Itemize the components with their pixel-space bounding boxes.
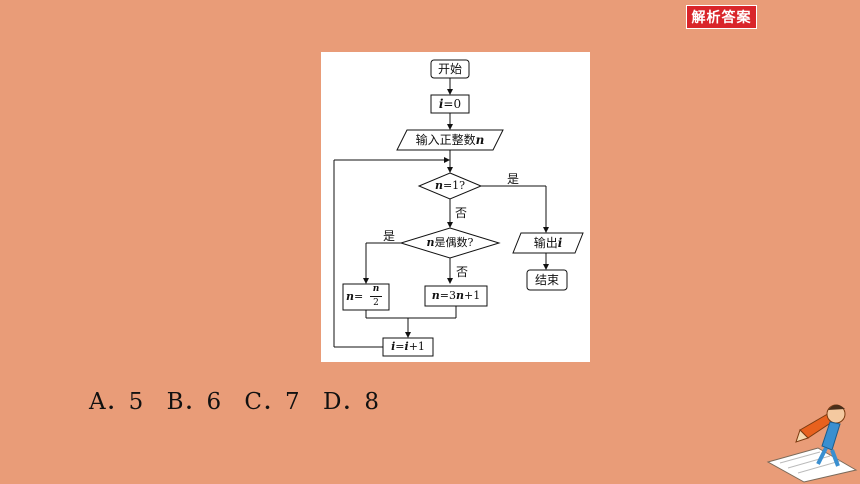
init-label: i=0: [438, 97, 462, 111]
half-label: n=: [346, 290, 364, 303]
input-label: 输入正整数n: [415, 133, 485, 147]
incr-label: i=i+1: [391, 340, 425, 353]
output-label: 输出i: [533, 236, 563, 250]
output-shape: [512, 232, 584, 254]
triple-label: n=3n+1: [431, 289, 481, 302]
student-mascot-icon: [766, 404, 858, 483]
no-label-1: 否: [455, 206, 468, 220]
answer-analysis-button[interactable]: 解析答案: [686, 5, 757, 29]
option-b[interactable]: B．6: [166, 389, 222, 415]
option-a[interactable]: A．5: [89, 389, 144, 415]
option-d[interactable]: D．8: [322, 389, 380, 415]
end-box: [526, 269, 568, 291]
fraction-denominator: 2: [373, 298, 379, 308]
option-c[interactable]: C．7: [244, 389, 300, 415]
start-label: 开始: [437, 62, 463, 76]
end-label: 结束: [534, 273, 560, 287]
flowchart-panel: 开始 i=0 输入正整数n n=1? 是 否 输出i 结束 n是偶数? 是 否 …: [321, 52, 590, 362]
no-label-2: 否: [456, 265, 469, 279]
yes-label-1: 是: [507, 172, 520, 186]
flowchart-lines: [333, 59, 584, 357]
fraction-numerator: n: [372, 284, 380, 294]
decision2-label: n是偶数?: [426, 236, 474, 249]
input-shape: [396, 129, 504, 151]
fraction-bar: [370, 296, 382, 297]
answer-options: A．5 B．6 C．7 D．8: [89, 382, 395, 416]
decision1-label: n=1?: [434, 179, 466, 192]
yes-label-2: 是: [383, 229, 396, 243]
